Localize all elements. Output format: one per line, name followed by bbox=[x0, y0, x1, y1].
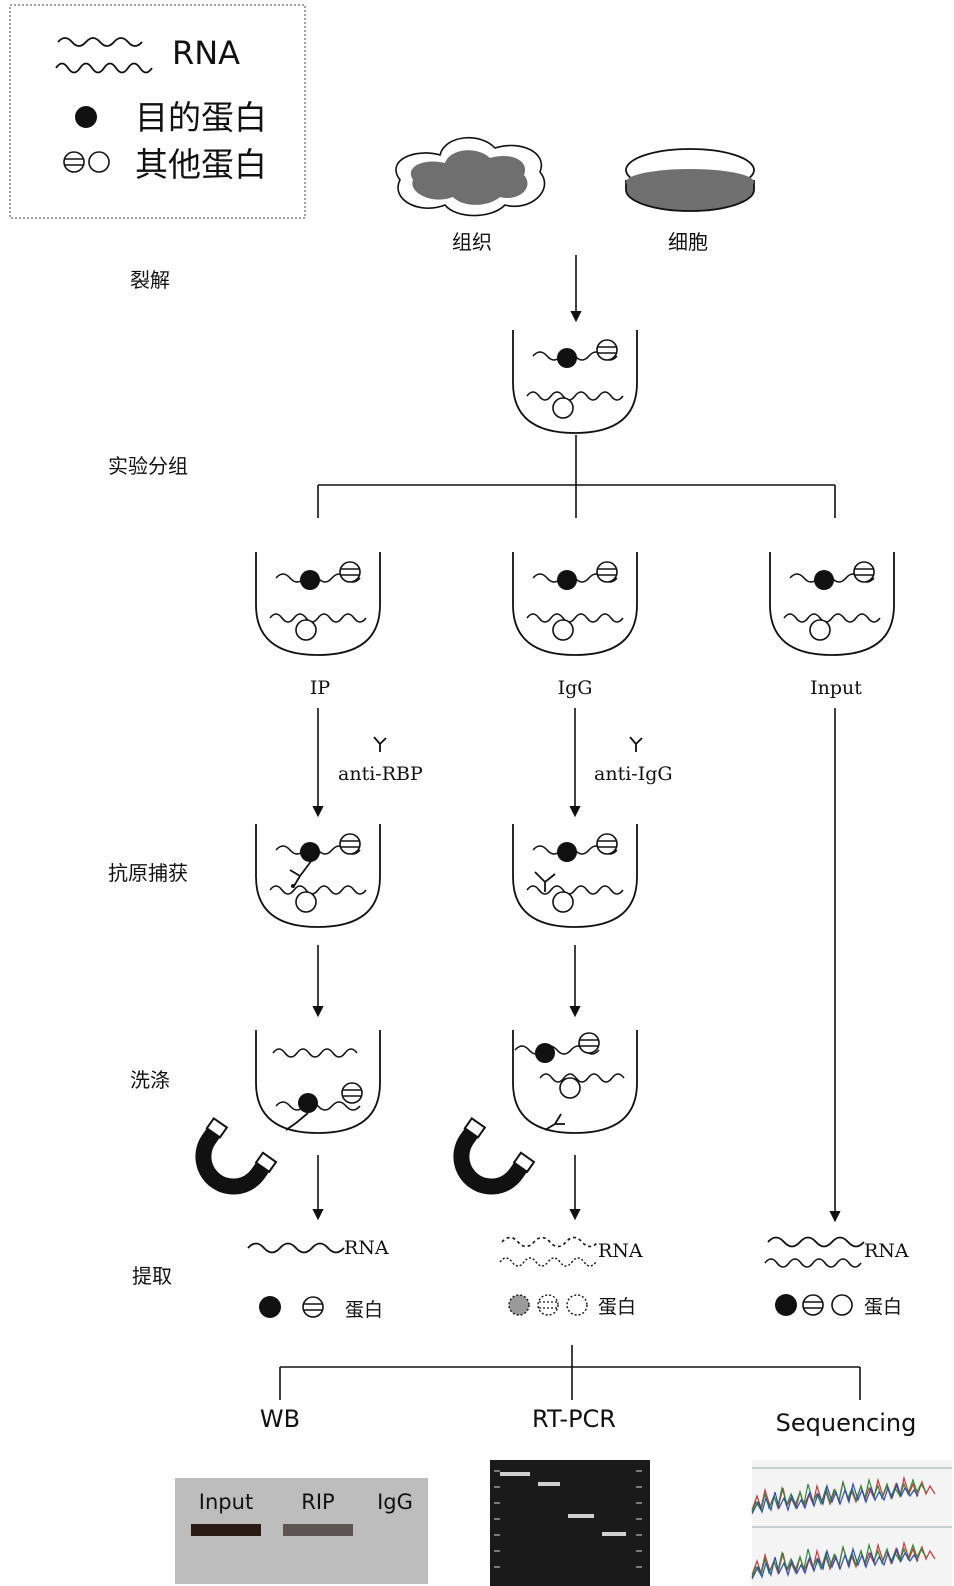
igg-capture-tube bbox=[512, 823, 638, 928]
other-protein-open-faint-icon bbox=[566, 1294, 588, 1316]
igg-rna-label: RNA bbox=[598, 1240, 643, 1262]
wb-blot: Input RIP IgG bbox=[175, 1478, 428, 1584]
input-rna-label: RNA bbox=[864, 1240, 909, 1262]
legend: RNA 目的蛋白 其他蛋白 bbox=[9, 4, 306, 219]
tissue-fill-icon bbox=[410, 150, 528, 205]
anti-igg-antibody-icon bbox=[629, 736, 643, 753]
rna-wave-icon bbox=[55, 62, 153, 74]
input-extract: RNA 蛋白 bbox=[764, 1236, 909, 1318]
igg-magnet-icon bbox=[437, 1117, 536, 1211]
method-wb-label: WB bbox=[260, 1405, 300, 1433]
igg-tube bbox=[512, 551, 638, 656]
rna-wave-icon bbox=[767, 1236, 865, 1248]
ip-tube bbox=[255, 551, 381, 656]
group-igg-label: IgG bbox=[558, 677, 593, 699]
step-grouping: 实验分组 bbox=[108, 454, 188, 478]
sequencing-chromatogram bbox=[751, 1460, 952, 1586]
cells-fill-icon bbox=[626, 169, 754, 195]
step-wash: 洗涤 bbox=[130, 1068, 170, 1092]
igg-extract: RNA 蛋白 bbox=[499, 1236, 643, 1318]
gel-background bbox=[490, 1460, 650, 1586]
other-protein-open-icon bbox=[88, 151, 110, 173]
rna-wave-dotted-icon bbox=[499, 1257, 597, 1267]
ip-rna-label: RNA bbox=[344, 1237, 389, 1259]
rna-wave-icon bbox=[764, 1258, 862, 1268]
step-capture: 抗原捕获 bbox=[108, 861, 188, 885]
other-protein-striped-icon bbox=[63, 151, 85, 173]
ip-capture-tube bbox=[255, 823, 381, 928]
method-rtpcr-label: RT-PCR bbox=[532, 1405, 616, 1433]
anti-igg-label: anti-IgG bbox=[594, 763, 673, 785]
cell-label: 细胞 bbox=[668, 230, 708, 254]
group-branch-lines bbox=[317, 435, 836, 518]
legend-target-protein-label: 目的蛋白 bbox=[135, 98, 267, 137]
step-lysis: 裂解 bbox=[130, 268, 170, 292]
method-sequencing-label: Sequencing bbox=[776, 1409, 917, 1437]
igg-wash-tube bbox=[512, 1029, 638, 1134]
igg-protein-label: 蛋白 bbox=[598, 1296, 636, 1318]
anti-rbp-antibody-icon bbox=[373, 736, 387, 753]
target-protein-icon bbox=[259, 1296, 281, 1318]
method-branch-lines bbox=[279, 1345, 861, 1400]
lysate-tube bbox=[512, 329, 638, 434]
wb-band-input bbox=[191, 1524, 261, 1536]
tissue-label: 组织 bbox=[452, 230, 492, 254]
wb-lane-rip-label: RIP bbox=[301, 1490, 334, 1514]
group-ip-label: IP bbox=[310, 677, 331, 699]
wb-band-rip bbox=[283, 1524, 353, 1536]
ip-protein-label: 蛋白 bbox=[345, 1299, 383, 1321]
target-protein-icon bbox=[75, 106, 97, 128]
anti-rbp-label: anti-RBP bbox=[338, 763, 423, 785]
target-protein-icon bbox=[775, 1294, 797, 1316]
sources: 组织 细胞 bbox=[395, 136, 755, 254]
group-input-label: Input bbox=[810, 677, 862, 699]
other-protein-striped-icon bbox=[802, 1294, 824, 1316]
ip-extract: RNA 蛋白 bbox=[247, 1237, 389, 1321]
ip-magnet-icon bbox=[179, 1117, 278, 1211]
input-tube bbox=[769, 551, 895, 656]
other-protein-striped-faint-icon bbox=[537, 1294, 559, 1316]
target-protein-faint-icon bbox=[508, 1294, 530, 1316]
wb-lane-igg-label: IgG bbox=[377, 1490, 413, 1514]
step-extract: 提取 bbox=[132, 1264, 172, 1288]
legend-other-protein-label: 其他蛋白 bbox=[135, 145, 267, 184]
ip-wash-tube bbox=[255, 1029, 381, 1134]
rtpcr-gel bbox=[490, 1460, 650, 1586]
rna-wave-dotted-icon bbox=[501, 1236, 599, 1248]
rna-wave-icon bbox=[247, 1242, 345, 1254]
other-protein-striped-icon bbox=[302, 1296, 324, 1318]
rna-wave-icon bbox=[57, 37, 143, 47]
wb-lane-input-label: Input bbox=[199, 1490, 253, 1514]
legend-rna-label: RNA bbox=[172, 34, 240, 72]
other-protein-open-icon bbox=[831, 1294, 853, 1316]
input-protein-label: 蛋白 bbox=[864, 1296, 902, 1318]
